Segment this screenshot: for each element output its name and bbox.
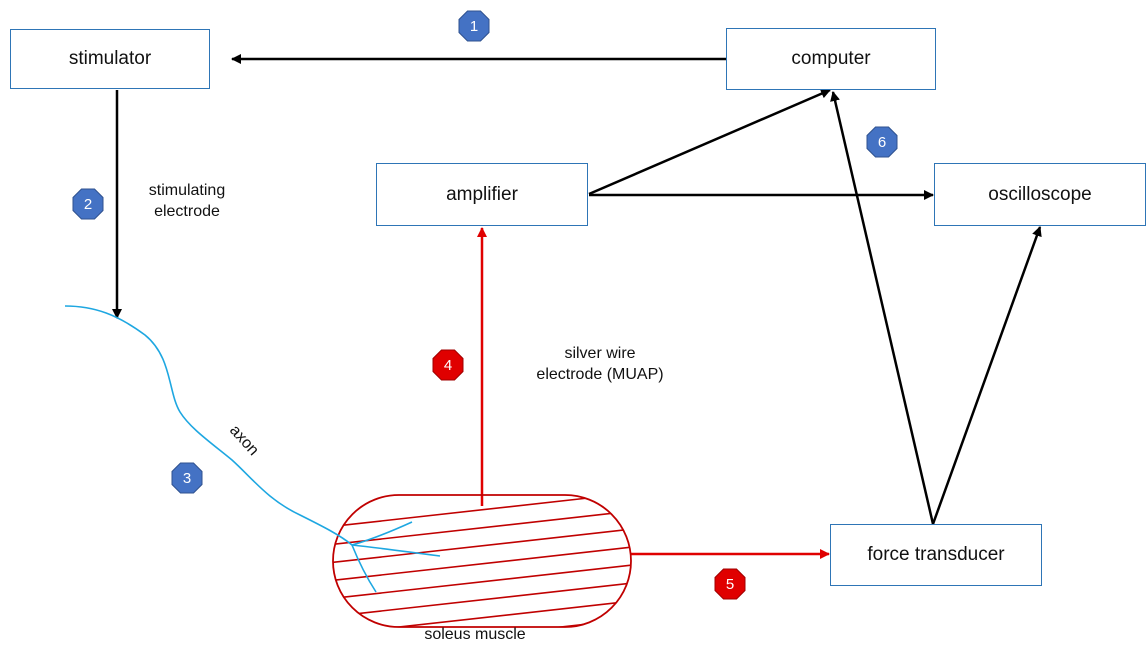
oscilloscope-box: oscilloscope [934,163,1146,226]
silver-wire-electrode-label: silver wire electrode (MUAP) [525,343,675,385]
stimulator-label: stimulator [68,48,152,69]
step-6-badge: 6 [866,126,898,158]
computer-label: computer [791,48,871,69]
arrow-force-to-oscilloscope [931,226,1042,525]
force-transducer-label: force transducer [867,544,1005,565]
amplifier-label: amplifier [446,183,518,205]
axon-path [64,305,441,593]
arrow-force-to-computer [830,91,935,525]
soleus-muscle-label: soleus muscle [424,626,526,643]
stimulating-electrode-line2: electrode [154,203,220,220]
stimulating-electrode-label: stimulating electrode [132,180,242,222]
soleus-muscle-shape [332,494,632,628]
computer-box: computer [726,28,936,90]
step-4-badge: 4 [432,349,464,381]
arrow-amplifier-to-computer [588,88,831,196]
silver-wire-line2: electrode (MUAP) [536,366,664,383]
silver-wire-line1: silver wire [564,345,636,362]
force-transducer-box: force transducer [830,524,1042,586]
step-2-badge: 2 [72,188,104,220]
step-5-badge: 5 [714,568,746,600]
amplifier-box: amplifier [376,163,588,226]
oscilloscope-label: oscilloscope [988,183,1092,205]
stimulating-electrode-line1: stimulating [148,182,226,199]
step-1-badge: 1 [458,10,490,42]
step-3-badge: 3 [171,462,203,494]
stimulator-box: stimulator [10,29,210,89]
